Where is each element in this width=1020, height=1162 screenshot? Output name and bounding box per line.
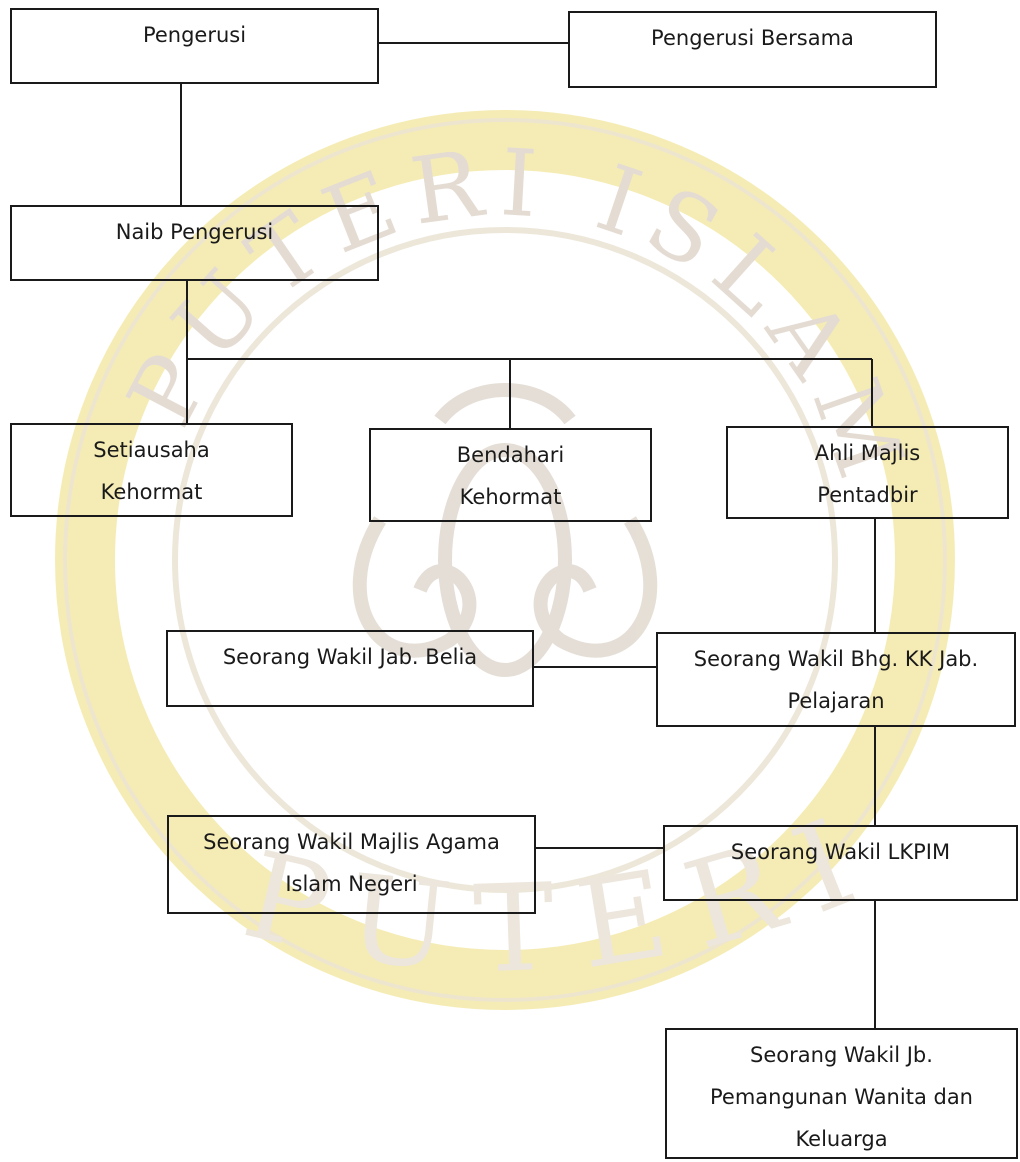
box-wakil-majlis-agama: Seorang Wakil Majlis Agama Islam Negeri — [167, 815, 536, 914]
label-ahli-majlis-pentadbir: Ahli Majlis Pentadbir — [814, 441, 921, 507]
label-naib-pengerusi: Naib Pengerusi — [115, 220, 274, 244]
box-bendahari-kehormat: Bendahari Kehormat — [369, 428, 652, 522]
label-wakil-kk-jab-pelajaran: Seorang Wakil Bhg. KK Jab. Pelajaran — [693, 647, 979, 713]
box-naib-pengerusi: Naib Pengerusi — [10, 205, 379, 281]
label-setiausaha-kehormat: Setiausaha Kehormat — [93, 438, 210, 504]
watermark-inner-ring — [172, 227, 838, 893]
label-pengerusi: Pengerusi — [142, 23, 247, 47]
box-wakil-kk-jab-pelajaran: Seorang Wakil Bhg. KK Jab. Pelajaran — [656, 632, 1016, 727]
label-wakil-pembangunan-wanita: Seorang Wakil Jb. Pemangunan Wanita dan … — [710, 1043, 973, 1151]
label-wakil-lkpim: Seorang Wakil LKPIM — [730, 840, 951, 864]
box-setiausaha-kehormat: Setiausaha Kehormat — [10, 423, 293, 517]
label-wakil-jab-belia: Seorang Wakil Jab. Belia — [222, 645, 478, 669]
box-ahli-majlis-pentadbir: Ahli Majlis Pentadbir — [726, 426, 1009, 519]
box-wakil-jab-belia: Seorang Wakil Jab. Belia — [166, 630, 534, 707]
box-pengerusi-bersama: Pengerusi Bersama — [568, 11, 937, 88]
watermark-ornament — [352, 383, 658, 677]
watermark-outer-ring — [55, 110, 955, 1010]
box-pengerusi: Pengerusi — [10, 8, 379, 84]
label-bendahari-kehormat: Bendahari Kehormat — [456, 443, 565, 509]
box-wakil-pembangunan-wanita: Seorang Wakil Jb. Pemangunan Wanita dan … — [665, 1028, 1018, 1159]
label-pengerusi-bersama: Pengerusi Bersama — [651, 26, 854, 50]
label-wakil-majlis-agama: Seorang Wakil Majlis Agama Islam Negeri — [203, 830, 500, 896]
watermark-inner-ring-2 — [63, 118, 947, 1002]
box-wakil-lkpim: Seorang Wakil LKPIM — [663, 825, 1018, 901]
